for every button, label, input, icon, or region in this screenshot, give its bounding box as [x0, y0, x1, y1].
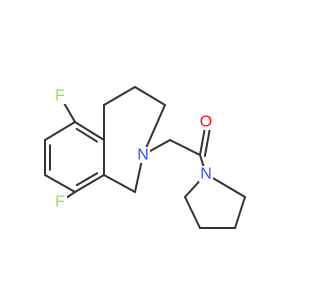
- bond-c1-c2: [169, 139, 201, 156]
- bond-layer: [44, 86, 246, 229]
- bond-a3-a4: [44, 174, 76, 193]
- molecule-diagram: F F N N O: [44, 86, 246, 229]
- bond-b2-a1: [74, 121, 105, 141]
- bond-inner-b2-a1: [75, 127, 99, 143]
- bond-inner-a4-b1: [75, 172, 99, 187]
- atom-label-f2: F: [55, 194, 65, 211]
- bond-p1-p2: [184, 196, 201, 229]
- atom-label-layer: F F N N O: [53, 88, 213, 211]
- atom-o1: O: [199, 114, 213, 131]
- structure-drawing: F F N N O: [44, 86, 246, 229]
- bond-ch2c-n1: [142, 104, 166, 156]
- atom-label-o1: O: [200, 114, 212, 131]
- atom-f1: F: [53, 88, 67, 105]
- atom-label-f1: F: [55, 88, 65, 105]
- atom-n1: N: [136, 147, 150, 164]
- atom-label-n2: N: [200, 166, 212, 183]
- bond-ch2b-ch2c: [134, 86, 166, 106]
- bond-a4-b1: [74, 174, 105, 193]
- bond-a1-a2: [44, 121, 76, 141]
- atom-label-n1: N: [137, 147, 149, 164]
- bond-ch2a-ch2b: [103, 86, 136, 106]
- atom-n2: N: [199, 166, 213, 183]
- bond-b1-ch2d: [103, 174, 136, 193]
- bond-p3-p4: [234, 196, 246, 229]
- atom-f2: F: [53, 194, 67, 211]
